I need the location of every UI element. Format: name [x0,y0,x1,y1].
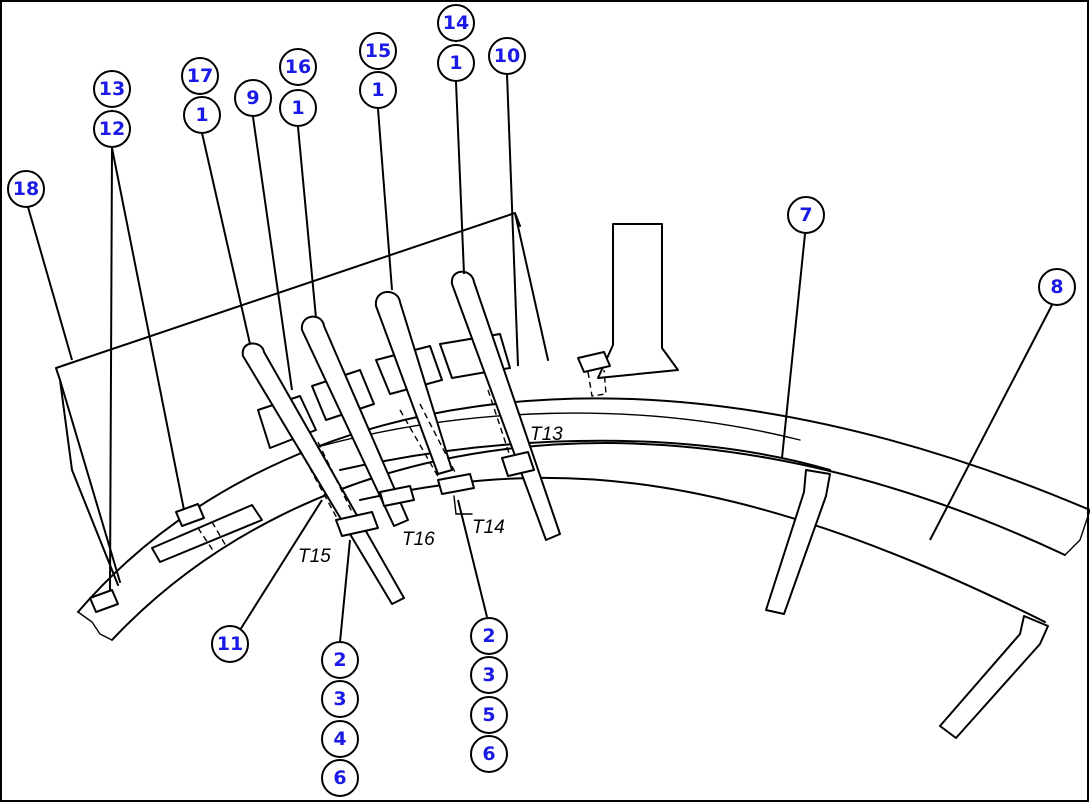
post-bolt-hidden [587,369,607,397]
svg-text:15: 15 [365,40,391,62]
svg-text:2: 2 [482,625,495,647]
svg-text:14: 14 [443,12,469,34]
callout-1-b: 1 [279,89,317,127]
svg-text:10: 10 [494,45,520,67]
lever-14 [450,270,561,541]
left-bracket [151,504,263,563]
lever-15 [374,291,453,475]
rail-groove-outer [339,439,831,471]
cover-plate [55,212,549,586]
svg-text:1: 1 [449,52,462,74]
rail-inner-edge [111,442,1066,641]
svg-text:1: 1 [291,97,304,119]
rail-broken-edge-left [77,611,113,641]
svg-text:13: 13 [99,78,125,100]
clamp-t16 [379,485,415,507]
bolt-13 [89,589,119,613]
track-label-t14: T14 [472,517,505,538]
callout-9: 9 [234,79,272,117]
callout-6-a: 6 [321,759,359,797]
svg-text:18: 18 [13,178,39,200]
callout-2-a: 2 [321,641,359,679]
callout-1-c: 1 [359,71,397,109]
rail-groove-inner [359,476,1046,623]
track-tab-t14 [453,495,473,515]
callout-2-b: 2 [470,617,508,655]
callout-18: 18 [7,170,45,208]
svg-text:1: 1 [195,104,208,126]
callout-1-a: 1 [183,96,221,134]
svg-text:12: 12 [99,118,125,140]
callout-16: 16 [279,48,317,86]
clamp-t14 [437,473,475,495]
stud-8 [939,615,1049,739]
clamp-t15 [335,511,379,537]
callout-11: 11 [211,625,249,663]
callout-10: 10 [488,37,526,75]
lever-16 [300,315,409,527]
svg-text:3: 3 [482,664,495,686]
callout-15: 15 [359,32,397,70]
svg-text:6: 6 [333,767,346,789]
svg-text:3: 3 [333,688,346,710]
bolt-12 [175,503,205,527]
callout-4: 4 [321,720,359,758]
leader-lines [27,73,1053,643]
svg-text:8: 8 [1050,276,1063,298]
svg-text:17: 17 [187,65,213,87]
callout-3-b: 3 [470,656,508,694]
callout-3-a: 3 [321,680,359,718]
callout-12: 12 [93,110,131,148]
callout-14: 14 [437,4,475,42]
svg-text:5: 5 [482,704,495,726]
svg-text:6: 6 [482,743,495,765]
left-bracket-hidden [197,521,227,553]
track-label-t13: T13 [530,424,563,445]
svg-text:11: 11 [217,633,243,655]
clamp-t13 [501,451,535,477]
rail-broken-edge-right [1064,509,1090,556]
svg-text:4: 4 [333,728,346,750]
callout-5: 5 [470,696,508,734]
post-bolt [577,351,611,373]
rail-outer-edge [77,397,1090,613]
stud-7 [765,469,831,615]
callout-1-d: 1 [437,44,475,82]
svg-text:7: 7 [799,204,812,226]
svg-text:9: 9 [246,87,259,109]
track-label-t16: T16 [402,529,435,550]
svg-text:2: 2 [333,649,346,671]
mounting-post [597,223,679,379]
track-label-t15: T15 [298,546,331,567]
callout-8: 8 [1038,268,1076,306]
callout-13: 13 [93,70,131,108]
callout-17: 17 [181,57,219,95]
lever-17 [241,342,405,605]
svg-text:1: 1 [371,79,384,101]
callout-6-b: 6 [470,735,508,773]
callout-7: 7 [787,196,825,234]
hidden-lines-center [299,389,511,521]
svg-text:16: 16 [285,56,311,78]
